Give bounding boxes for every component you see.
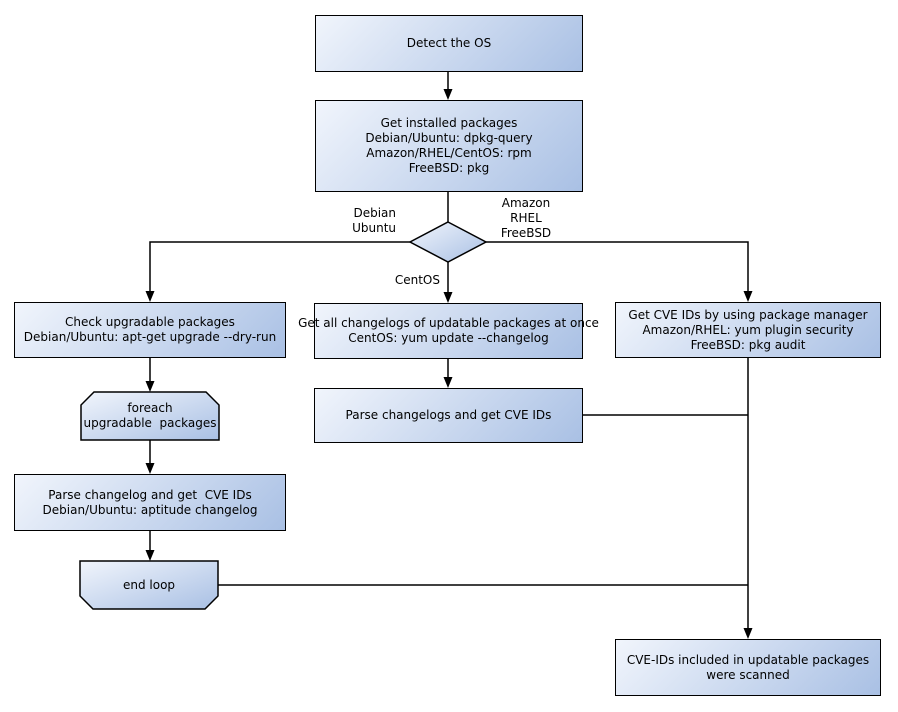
node-text: Detect the OS <box>406 36 492 50</box>
branch-label-line: FreeBSD <box>500 226 552 240</box>
branch-label-line: Debian <box>353 206 396 220</box>
node-parse-changelog-debian: Parse changelog and get CVE IDs Debian/U… <box>14 474 286 531</box>
node-text: Debian/Ubuntu: aptitude changelog <box>42 502 258 517</box>
branch-label-line: Ubuntu <box>352 221 396 235</box>
node-text: FreeBSD: pkg <box>408 161 490 175</box>
branch-label-debian-ubuntu: Debian Ubuntu <box>330 206 396 236</box>
node-parse-changelogs-centos: Parse changelogs and get CVE IDs <box>314 388 583 443</box>
arrowheads <box>145 89 753 639</box>
connector-decision-to-check <box>149 241 410 299</box>
node-text: Get all changelogs of updatable packages… <box>298 316 599 330</box>
decision-os-diamond <box>408 221 488 263</box>
branch-label-line: RHEL <box>510 211 542 225</box>
node-get-installed-packages: Get installed packages Debian/Ubuntu: dp… <box>315 100 583 192</box>
node-text: Get installed packages <box>380 116 518 130</box>
node-text: Amazon/RHEL: yum plugin security <box>642 322 854 337</box>
node-text: FreeBSD: pkg audit <box>690 337 806 352</box>
node-get-all-changelogs: Get all changelogs of updatable packages… <box>298 303 599 359</box>
connector-decision-to-getcve <box>486 241 749 299</box>
node-text: CentOS: yum update --changelog <box>348 331 549 345</box>
node-check-upgradable-packages: Check upgradable packages Debian/Ubuntu:… <box>14 302 286 358</box>
node-text: CVE-IDs included in updatable packages <box>626 652 870 667</box>
node-text: upgradable packages <box>83 416 217 430</box>
node-text: Parse changelogs and get CVE IDs <box>345 408 552 422</box>
branch-label-centos: CentOS <box>386 273 440 288</box>
node-text: Parse changelog and get CVE IDs <box>48 487 252 502</box>
node-text: were scanned <box>706 667 790 682</box>
node-text: Get CVE IDs by using package manager <box>628 307 868 322</box>
node-text: Debian/Ubuntu: dpkg-query <box>365 131 533 145</box>
node-text: Amazon/RHEL/CentOS: rpm <box>366 146 532 160</box>
foreach-loop-shape <box>80 391 220 441</box>
node-text: Check upgradable packages <box>65 315 235 329</box>
node-foreach-loop-start: foreach upgradable packages <box>81 392 219 440</box>
node-result-cve-scanned: CVE-IDs included in updatable packages w… <box>615 639 881 696</box>
node-detect-os: Detect the OS <box>315 15 583 72</box>
end-loop-shape <box>79 560 219 610</box>
node-get-cve-ids-package-manager: Get CVE IDs by using package manager Ama… <box>615 302 881 358</box>
branch-label-line: Amazon <box>501 196 551 210</box>
branch-label-line: CentOS <box>394 273 440 287</box>
node-text: Debian/Ubuntu: apt-get upgrade --dry-run <box>23 330 277 344</box>
branch-label-amazon-rhel-freebsd: Amazon RHEL FreeBSD <box>496 196 556 241</box>
node-text: foreach <box>127 401 173 415</box>
node-text: end loop <box>122 577 176 592</box>
node-end-loop: end loop <box>80 561 218 609</box>
